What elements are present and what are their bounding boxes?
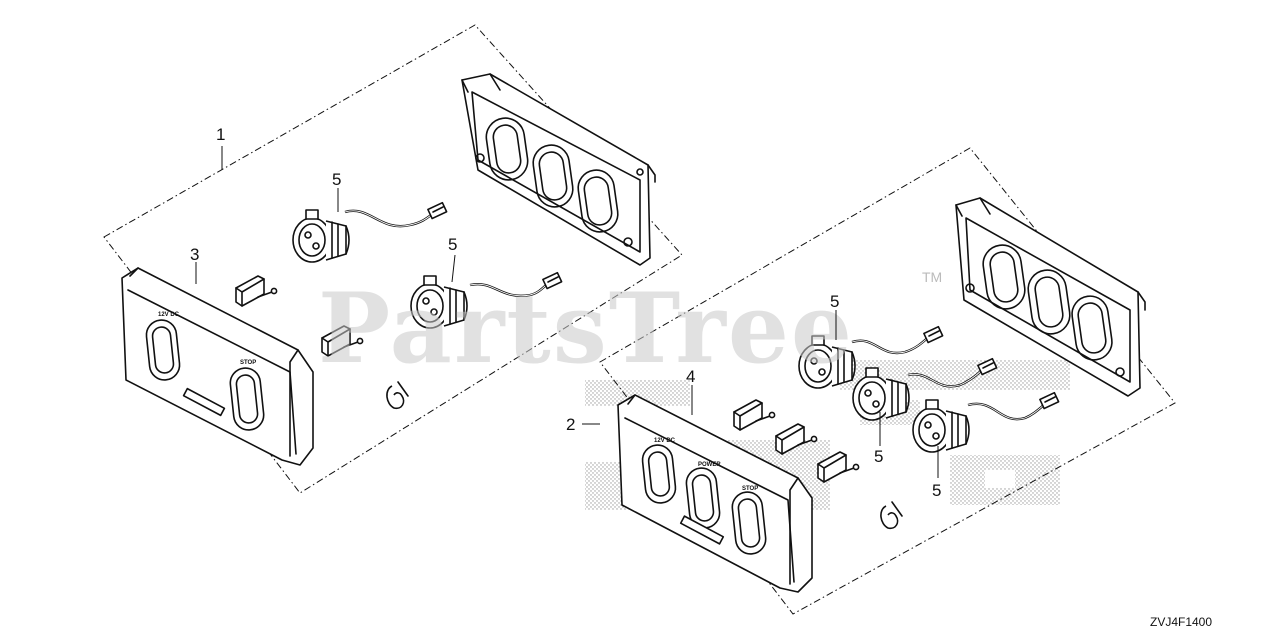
callout-1: 1: [216, 125, 225, 144]
diagram-code: ZVJ4F1400: [1150, 615, 1212, 629]
svg-text:STOP: STOP: [240, 360, 256, 366]
right-bracket-1: [733, 399, 776, 431]
svg-text:STOP: STOP: [742, 486, 758, 492]
left-socket-lower: [410, 271, 563, 329]
leader-lines: [195, 146, 939, 478]
callout-2: 2: [566, 415, 575, 434]
callout-5-right-3: 5: [932, 481, 941, 500]
left-socket-upper: [292, 201, 448, 263]
callout-5-left-upper: 5: [332, 170, 341, 189]
right-cable-clamp: [880, 501, 903, 530]
right-socket-3: [912, 391, 1060, 453]
svg-text:12V DC: 12V DC: [158, 312, 180, 318]
callout-3: 3: [190, 245, 199, 264]
callout-5-left-lower: 5: [448, 235, 457, 254]
right-socket-2: [852, 357, 998, 421]
watermark-trademark: TM: [922, 269, 942, 285]
svg-text:12V DC: 12V DC: [654, 438, 676, 444]
left-bracket-upper: [235, 275, 278, 307]
right-socket-1: [798, 325, 944, 389]
callout-5-right-2: 5: [874, 447, 883, 466]
callout-4: 4: [686, 367, 695, 386]
right-front-panel: 12V DC POWER STOP: [617, 394, 813, 593]
left-back-plate: [461, 73, 656, 266]
left-cable-clamp: [386, 381, 409, 410]
right-back-plate: [955, 197, 1146, 397]
watermark-brand: PartsTree: [318, 272, 854, 385]
left-front-panel: 12V DC STOP: [121, 267, 314, 466]
callout-5-right-1: 5: [830, 292, 839, 311]
svg-text:POWER: POWER: [698, 462, 721, 468]
